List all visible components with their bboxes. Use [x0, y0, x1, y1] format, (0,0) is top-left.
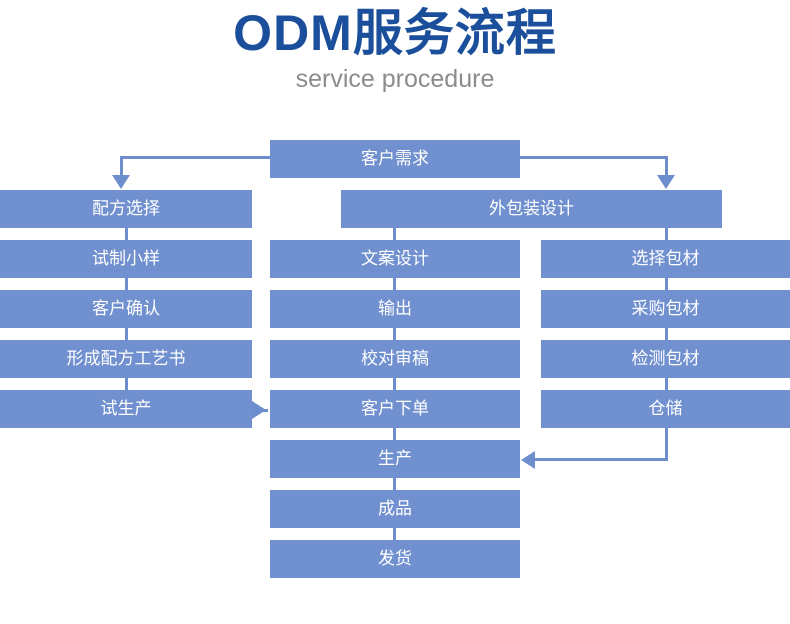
node-package-design[interactable]: 外包装设计 [341, 190, 722, 228]
node-purchase-material[interactable]: 采购包材 [541, 290, 790, 328]
connector-demand-to-left [120, 156, 272, 159]
page-header: ODM服务流程 service procedure [0, 0, 790, 96]
connector-document-to-trial [125, 378, 128, 400]
node-customer-confirm[interactable]: 客户确认 [0, 290, 252, 328]
connector-warehouse-to-production [534, 458, 668, 461]
connector-formula-to-sample [125, 228, 128, 250]
node-proofreading[interactable]: 校对审稿 [270, 340, 520, 378]
connector-left-drop [120, 156, 123, 176]
node-inspect-material[interactable]: 检测包材 [541, 340, 790, 378]
arrow-left-to-production [521, 451, 535, 469]
connector-inspect-to-warehouse [665, 378, 668, 400]
connector-finished-to-shipment [393, 528, 396, 550]
page-subtitle: service procedure [295, 65, 495, 93]
node-copy-design[interactable]: 文案设计 [270, 240, 520, 278]
node-customer-order[interactable]: 客户下单 [270, 390, 520, 428]
node-output[interactable]: 输出 [270, 290, 520, 328]
node-formula-document[interactable]: 形成配方工艺书 [0, 340, 252, 378]
arrow-right-to-customer-order [252, 401, 266, 419]
connector-production-to-finished [393, 478, 396, 500]
node-trial-production[interactable]: 试生产 [0, 390, 252, 428]
connector-output-to-proofread [393, 328, 396, 350]
node-trial-sample[interactable]: 试制小样 [0, 240, 252, 278]
connector-right-drop [665, 156, 668, 176]
connector-copy-to-output [393, 278, 396, 300]
connector-demand-to-right [518, 156, 668, 159]
page-title: ODM服务流程 [233, 5, 557, 61]
node-shipment[interactable]: 发货 [270, 540, 520, 578]
connector-select-to-purchase [665, 278, 668, 300]
arrow-down-to-formula-selection [112, 175, 130, 189]
node-formula-selection[interactable]: 配方选择 [0, 190, 252, 228]
connector-confirm-to-document [125, 328, 128, 350]
connector-sample-to-confirm [125, 278, 128, 300]
connector-proofread-to-order [393, 378, 396, 400]
node-warehouse[interactable]: 仓储 [541, 390, 790, 428]
connector-packagedesign-to-select [665, 228, 668, 250]
connector-order-to-production [393, 428, 396, 450]
node-customer-demand[interactable]: 客户需求 [270, 140, 520, 178]
connector-packagedesign-to-copy [393, 228, 396, 250]
arrow-down-to-package-design [657, 175, 675, 189]
connector-purchase-to-inspect [665, 328, 668, 350]
connector-warehouse-drop [665, 428, 668, 460]
node-finished-product[interactable]: 成品 [270, 490, 520, 528]
node-production[interactable]: 生产 [270, 440, 520, 478]
node-select-material[interactable]: 选择包材 [541, 240, 790, 278]
